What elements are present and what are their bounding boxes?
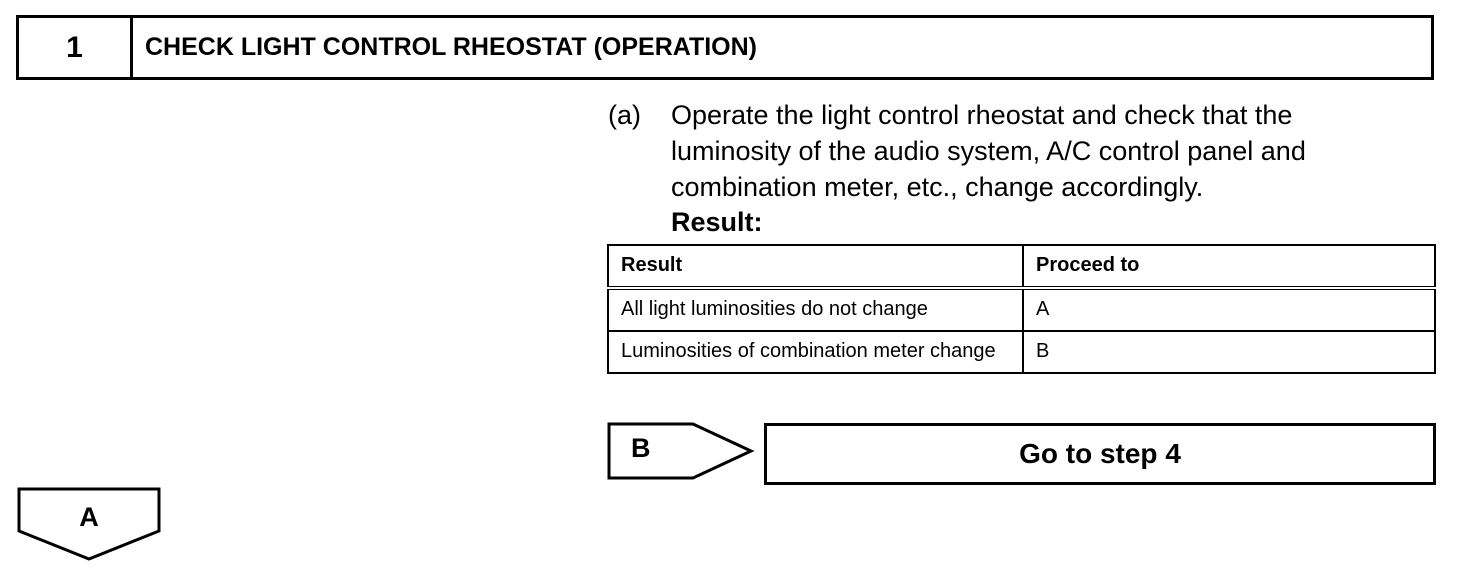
result-table: Result Proceed to All light luminosities…	[607, 244, 1436, 374]
route-a-label: A	[79, 502, 99, 532]
route-b-label: B	[631, 433, 651, 463]
instruction-item: (a) Operate the light control rheostat a…	[608, 97, 1408, 205]
result-cell: Luminosities of combination meter change	[607, 330, 1024, 374]
step-number: 1	[19, 18, 133, 77]
table-row: Luminosities of combination meter change…	[607, 330, 1436, 374]
right-arrow-icon	[607, 422, 755, 480]
go-to-step-box: Go to step 4	[764, 423, 1436, 485]
step-header: 1 CHECK LIGHT CONTROL RHEOSTAT (OPERATIO…	[16, 15, 1434, 80]
proceed-cell: B	[1022, 330, 1436, 374]
table-header-row: Result Proceed to	[607, 244, 1436, 290]
result-cell: All light luminosities do not change	[607, 287, 1024, 332]
column-header-proceed-to: Proceed to	[1022, 244, 1436, 290]
proceed-cell: A	[1022, 287, 1436, 332]
result-label: Result:	[671, 207, 763, 237]
route-b-arrow	[607, 422, 757, 480]
step-title: CHECK LIGHT CONTROL RHEOSTAT (OPERATION)	[145, 33, 758, 61]
instruction-text: Operate the light control rheostat and c…	[671, 100, 1306, 202]
route-a-arrow	[17, 487, 163, 563]
down-arrow-icon	[17, 487, 161, 561]
instruction-marker: (a)	[608, 100, 641, 130]
table-row: All light luminosities do not change A	[607, 287, 1436, 332]
column-header-result: Result	[607, 244, 1024, 290]
